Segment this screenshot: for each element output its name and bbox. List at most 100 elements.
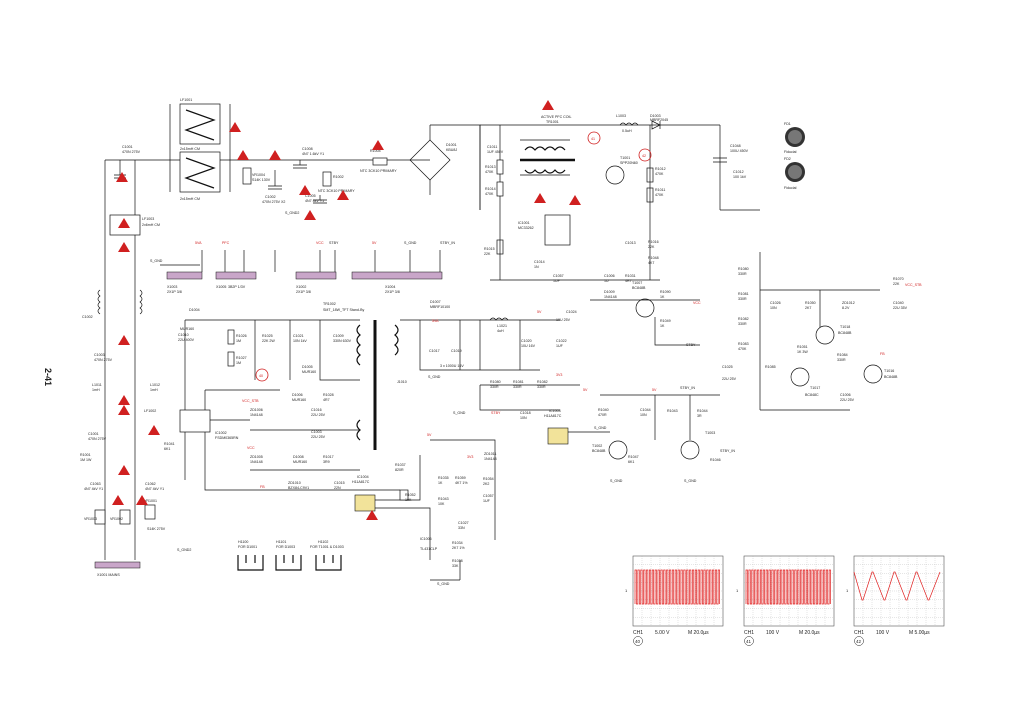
r1081-value: 330R: [513, 385, 522, 389]
c1040-label: C1040: [893, 301, 904, 305]
r1001-label: R1001: [80, 453, 91, 457]
s-gnd-label-3: S_GND: [437, 582, 450, 586]
r1084-label: R1084: [837, 353, 848, 357]
tr1002-label: TR1002: [323, 302, 336, 306]
warning-icon: [112, 495, 124, 505]
r1082-label: R1082: [537, 380, 548, 384]
s-gnd-label-7: S_GND: [610, 479, 623, 483]
c1016-label: C1016: [311, 408, 322, 412]
h1101-value: FOR D1003: [276, 545, 295, 549]
c1024-value: 10U 25V: [556, 318, 571, 322]
r1051-label: R1051: [797, 345, 808, 349]
s-gnd2-label-1: S_GND2: [285, 211, 299, 215]
c1006-right-value: 22U 25V: [840, 398, 855, 402]
test-point-42: [638, 148, 652, 162]
vcc-stb-label-2: VCC_STB: [905, 283, 922, 287]
c1040-value: 22U 35V: [893, 306, 908, 310]
zd1006-value: 1N4148: [250, 413, 263, 417]
vr1003-label: VR1003: [84, 517, 97, 521]
net-stby-top: STBY: [329, 241, 339, 245]
ic1002-value: FSDM0365RN: [215, 436, 239, 440]
zd1011-value: 1N4148: [484, 457, 497, 461]
r1049-label: R1049: [660, 319, 671, 323]
r1083-value: 470K: [738, 347, 747, 351]
r1051-value: 1K 3W: [797, 350, 808, 354]
c1009-value: 330N 630V: [333, 339, 352, 343]
vcc-stb-label-1: VCC_STB: [242, 399, 259, 403]
warning-icon: [542, 100, 554, 110]
tr1001-label: TR1001: [546, 120, 559, 124]
r1080-right-label: R1080: [738, 267, 749, 271]
s-gnd-label-8: S_GND: [684, 479, 697, 483]
varistor-vr1001: [144, 504, 156, 520]
c1048-label: C1048: [730, 144, 741, 148]
r1012-value: 470K: [655, 172, 664, 176]
c1027-label: C1027: [458, 521, 469, 525]
r1004-value: NTC 3CK10 PRIMARY: [360, 169, 397, 173]
s-gnd-label-4: S_GND: [428, 375, 441, 379]
r1041-label: R1041: [164, 442, 175, 446]
varistor-vr1002: [119, 509, 131, 525]
ic1002: [179, 409, 211, 433]
c1003b-label: C1003: [311, 430, 322, 434]
c1048-value: 100U 450V: [730, 149, 749, 153]
warning-icon: [116, 172, 128, 182]
test-points: 41 42 40: [255, 131, 652, 382]
vr1001-label: VR1001: [144, 499, 157, 503]
r1028-value: 4R7: [323, 398, 330, 402]
c1012-value: 100 1kV: [733, 175, 747, 179]
stby-in-label-low: STBY_IN: [720, 449, 735, 453]
r1049-value: 1K: [660, 324, 665, 328]
net-3v3-row: 3V3: [556, 373, 562, 377]
t1002-label: T1002: [592, 444, 602, 448]
l1021-label: L1021: [497, 324, 507, 328]
scope-time-label: M 5.00µs: [909, 630, 930, 636]
net-3v3-fb: 3V3: [467, 455, 473, 459]
net-fb-1: FB: [260, 485, 265, 489]
x1003-label: X1003: [167, 285, 177, 289]
r1046-label: R1046: [710, 458, 721, 462]
r1080-value: 330R: [490, 385, 499, 389]
zd1010-label: ZD1010: [288, 481, 301, 485]
t1003-label: T1003: [705, 431, 715, 435]
d1007-label: D1007: [430, 300, 441, 304]
test-point-41: [587, 131, 601, 145]
connector-x1005: [215, 271, 257, 280]
l1011-label: L1011: [92, 383, 102, 387]
stby-in-label-top: STBY_IN: [440, 241, 455, 245]
r1014-label: R1014: [485, 187, 496, 191]
r1027-label: R1027: [236, 356, 247, 360]
net-5v-top: 5V: [372, 241, 377, 245]
r1040-label: R1040: [598, 408, 609, 412]
r1031-label: R1031: [625, 274, 636, 278]
h1100-value: FOR D1001: [238, 545, 257, 549]
s-gnd2-label-2: S_GND2: [177, 548, 191, 552]
ic1003-value: H11A817C: [544, 414, 562, 418]
r1026-value: 1M: [236, 339, 241, 343]
r1070-value: 22K: [893, 282, 900, 286]
ntc-r1004: [372, 157, 388, 166]
c1022-label: C1022: [556, 339, 567, 343]
net-5va: 5VA: [195, 241, 202, 245]
r1038-value: 33K: [452, 564, 459, 568]
zd1012-label: ZD1012: [842, 301, 855, 305]
r1048-label: R1048: [648, 256, 659, 260]
warning-icon: [118, 405, 130, 415]
c1009-label: C1009: [333, 334, 344, 338]
t1018-value: BC848B: [838, 331, 852, 335]
x1005-label: X1005: [216, 285, 226, 289]
c1003-label: C1003: [94, 353, 105, 357]
transistor-t1002: [608, 440, 628, 460]
r1017-label: R1017: [323, 455, 334, 459]
h1102-label: H1102: [318, 540, 328, 544]
d1004-value: MUR160: [180, 327, 194, 331]
warning-icon: [372, 140, 384, 150]
r1090-label: R1090: [660, 290, 671, 294]
c1026-value: 10N: [770, 306, 777, 310]
c1062-label: C1062: [145, 482, 156, 486]
warning-triangles: [112, 100, 581, 520]
net-stby-red: STBY: [491, 411, 501, 415]
c1006-right-label: C1006: [840, 393, 851, 397]
transistor-t1017: [790, 367, 810, 387]
connector-x1002: [295, 271, 337, 280]
